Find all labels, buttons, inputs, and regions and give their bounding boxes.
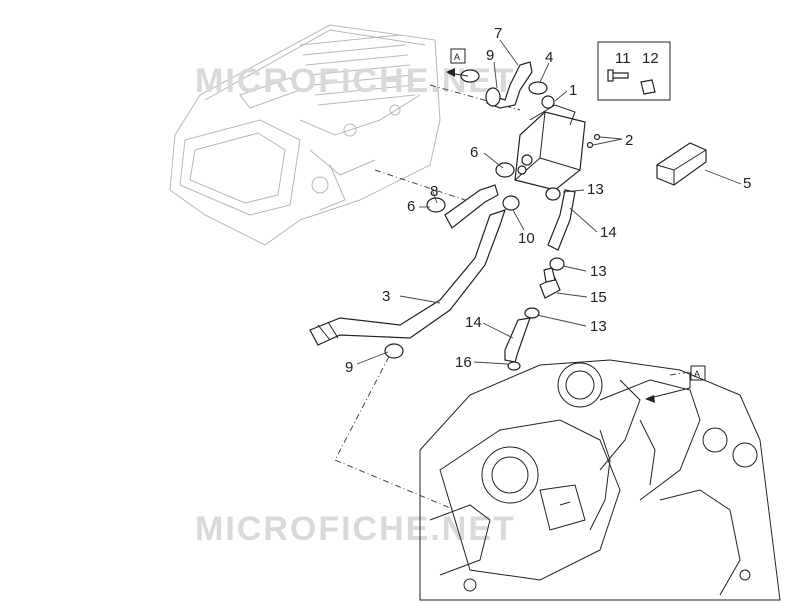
watermark-bottom: MICROFICHE.NET xyxy=(195,510,516,548)
ref-box-engine xyxy=(690,365,706,381)
ref-arrow-top xyxy=(446,68,469,77)
breather-box xyxy=(514,95,586,191)
callout-15: 15 xyxy=(590,289,607,306)
callout-11: 11 xyxy=(615,50,631,67)
fastener-inset xyxy=(597,41,671,101)
ref-mark-engine: A xyxy=(694,369,700,379)
hoses xyxy=(309,61,576,363)
callout-9b: 9 xyxy=(345,359,353,376)
callout-8: 8 xyxy=(430,183,438,200)
callout-13c: 13 xyxy=(590,318,607,335)
callout-16: 16 xyxy=(455,354,472,371)
ref-mark-top: A xyxy=(454,52,460,62)
callout-5: 5 xyxy=(743,175,751,192)
part-5-block xyxy=(656,142,707,186)
callout-4: 4 xyxy=(545,49,553,66)
callout-3: 3 xyxy=(382,288,390,305)
engine-block xyxy=(419,359,781,601)
leader-lines xyxy=(356,39,742,365)
callout-14a: 14 xyxy=(600,224,617,241)
callout-1: 1 xyxy=(569,82,577,99)
ref-box-top xyxy=(450,48,466,64)
ref-arrow-engine xyxy=(645,372,691,403)
callout-6a: 6 xyxy=(470,144,478,161)
callout-13a: 13 xyxy=(587,181,604,198)
callout-7: 7 xyxy=(494,25,502,42)
callout-14b: 14 xyxy=(465,314,482,331)
callout-13b: 13 xyxy=(590,263,607,280)
callout-numbers: 1 2 3 4 5 6 6 7 8 9 9 10 11 12 13 13 13 … xyxy=(345,25,751,376)
callout-2: 2 xyxy=(625,132,633,149)
callout-9a: 9 xyxy=(486,47,494,64)
callout-10: 10 xyxy=(518,230,535,247)
assembly-lines xyxy=(334,84,691,511)
callout-12: 12 xyxy=(642,50,659,67)
callout-6b: 6 xyxy=(407,198,415,215)
airbox-housing xyxy=(169,24,441,246)
